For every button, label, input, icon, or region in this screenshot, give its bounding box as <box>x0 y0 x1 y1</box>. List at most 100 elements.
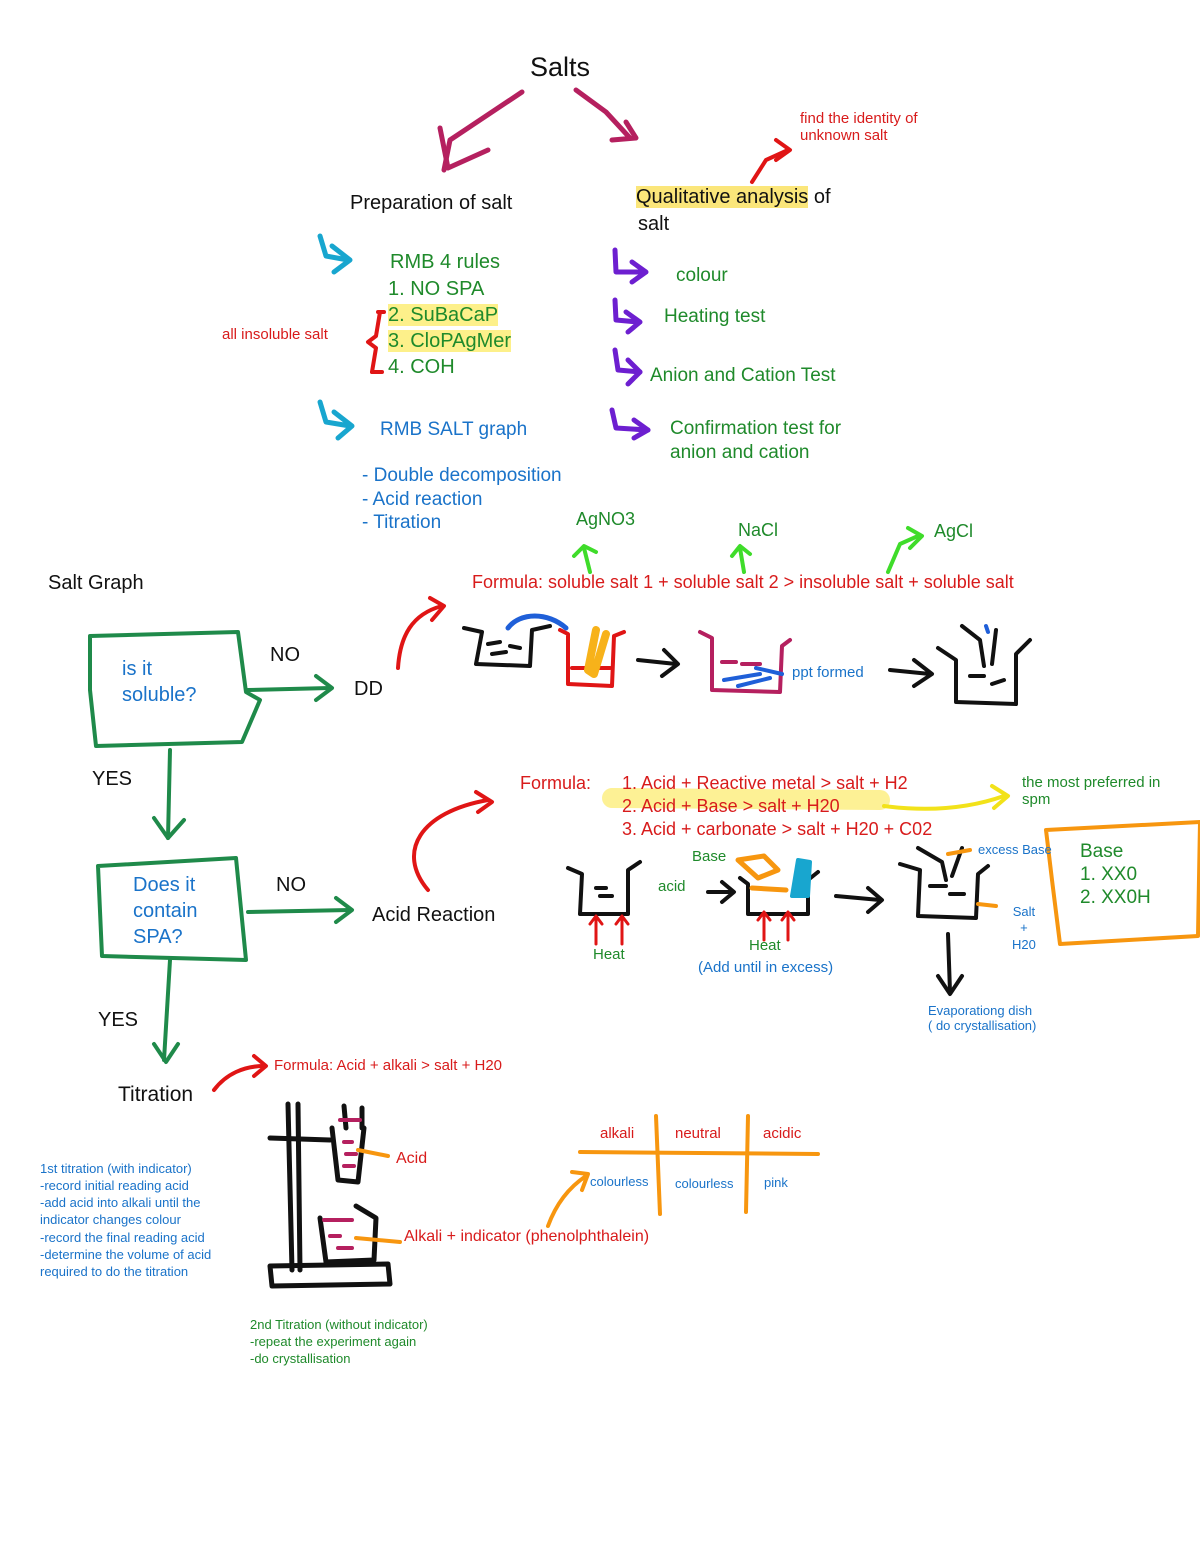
method-3: - Titration <box>362 512 442 533</box>
acid-beaker <box>566 860 642 916</box>
acid-formula-1: 1. Acid + Reactive metal > salt + H2 <box>622 773 908 793</box>
rule-3: 3. CloPAgMer <box>388 330 512 353</box>
salt-h2o-label: Salt + H20 <box>1012 904 1036 952</box>
base-box-item-1: 1. XX0 <box>1080 864 1138 885</box>
rule-2: 2. SuBaCaP <box>388 304 499 327</box>
filter-beaker <box>898 846 990 920</box>
q2-no-label: NO <box>276 874 306 896</box>
heat-label-1: Heat <box>593 946 625 963</box>
base-label: Base <box>692 848 727 865</box>
add-excess-note: (Add until in excess) <box>698 959 834 976</box>
table-value-alkali: colourless <box>590 1174 649 1189</box>
cyan-hook-icons <box>317 233 355 441</box>
insoluble-bracket <box>366 310 386 374</box>
label-agcl: AgCl <box>934 521 974 541</box>
acid-pointer <box>356 1148 390 1158</box>
rmb-salt-graph-label: RMB SALT graph <box>380 419 528 440</box>
step-confirmation-test: Confirmation test for anion and cation <box>670 418 842 463</box>
step-anion-cation-test: Anion and Cation Test <box>650 365 836 386</box>
preferred-arrow <box>882 784 1010 811</box>
salts-branch-arrows <box>437 87 639 173</box>
flowchart-arrows <box>152 674 354 1064</box>
acid-label: acid <box>658 878 686 895</box>
bracket-note: all insoluble salt <box>222 326 328 343</box>
step-colour: colour <box>676 265 728 286</box>
base-box <box>1044 820 1200 946</box>
step-heating-test: Heating test <box>664 306 766 327</box>
preferred-highlight <box>602 788 890 810</box>
indicator-arrow <box>546 1170 590 1228</box>
label-agno3: AgNO3 <box>576 509 636 529</box>
q1-yes-label: YES <box>92 768 133 790</box>
ppt-label: ppt formed <box>792 664 864 681</box>
flowchart-boxes <box>88 630 262 962</box>
red-curve-arrows <box>212 596 494 1092</box>
pour-stream <box>505 613 569 631</box>
reaction-arrow-2 <box>834 886 884 914</box>
table-value-acidic: pink <box>764 1175 788 1190</box>
titration-label: Titration <box>118 1083 194 1106</box>
preferred-note: the most preferred in spm <box>1022 774 1161 809</box>
reaction-arrow-1 <box>706 880 736 904</box>
acid-formula-3: 3. Acid + carbonate > salt + H20 + C02 <box>622 819 933 839</box>
second-titration-notes: 2nd Titration (without indicator) -repea… <box>250 1317 428 1367</box>
flask-alkali-label: Alkali + indicator (phenolphthalein) <box>404 1228 650 1245</box>
qualitative-heading-rest: of <box>808 186 831 208</box>
excess-base-pointer <box>946 848 972 856</box>
table-header-alkali: alkali <box>600 1125 635 1142</box>
method-2: - Acid reaction <box>362 489 483 510</box>
test-tube <box>584 626 610 678</box>
purple-hook-icons <box>609 247 651 441</box>
table-value-neutral: colourless <box>675 1176 734 1191</box>
first-titration-notes: 1st titration (with indicator) -record i… <box>40 1161 212 1279</box>
dd-beaker-4 <box>936 624 1032 706</box>
page-title: Salts <box>530 52 591 82</box>
table-header-acidic: acidic <box>763 1125 802 1142</box>
precipitate <box>722 666 784 688</box>
dd-beaker-3 <box>698 630 792 694</box>
dd-formula: Formula: soluble salt 1 + soluble salt 2… <box>472 572 1014 592</box>
rule-2-text: 2. SuBaCaP <box>388 304 499 326</box>
retort-stand <box>267 1101 393 1289</box>
rule-1: 1. NO SPA <box>388 278 485 300</box>
method-1: - Double decomposition <box>362 465 562 486</box>
base-powder <box>735 853 789 893</box>
salt-pointer <box>976 902 998 908</box>
dd-arrow-1 <box>636 648 680 678</box>
titration-formula: Formula: Acid + alkali > salt + H20 <box>274 1057 503 1074</box>
heat-label-2: Heat <box>749 937 781 954</box>
rule-3-text: 3. CloPAgMer <box>388 330 512 352</box>
label-arrows <box>572 526 924 574</box>
evaporating-dish-label: Evaporationg dish ( do crystallisation) <box>928 1003 1037 1033</box>
q2-yes-label: YES <box>98 1009 139 1031</box>
heat-arrows-1 <box>588 914 630 946</box>
question-soluble: is it soluble? <box>122 658 197 706</box>
spatula <box>790 858 812 898</box>
alkali-pointer <box>354 1236 402 1244</box>
excess-base-label: excess Base <box>978 842 1052 857</box>
table-header-neutral: neutral <box>675 1125 721 1142</box>
q1-no-label: NO <box>270 644 300 666</box>
acid-formula-2: 2. Acid + Base > salt + H20 <box>622 796 840 816</box>
base-box-item-2: 2. XX0H <box>1080 887 1151 908</box>
label-nacl: NaCl <box>738 520 779 540</box>
identity-arrow <box>750 138 792 184</box>
rmb-rules-title: RMB 4 rules <box>390 251 501 273</box>
dd-arrow-2 <box>888 658 934 688</box>
burette-acid-label: Acid <box>396 1150 428 1167</box>
salt-graph-heading: Salt Graph <box>48 572 144 594</box>
question-spa: Does it contain SPA? <box>133 874 198 948</box>
rule-4: 4. COH <box>388 356 455 378</box>
indicator-table <box>578 1114 820 1216</box>
acid-reaction-label: Acid Reaction <box>372 904 496 926</box>
qualitative-heading: Qualitative analysis of <box>636 186 831 209</box>
dd-label: DD <box>354 678 383 700</box>
qualitative-purpose: find the identity of unknown salt <box>800 110 918 145</box>
dd-beaker-1 <box>462 624 552 668</box>
acid-formula-label: Formula: <box>520 773 592 793</box>
qualitative-heading-highlight: Qualitative analysis <box>636 186 809 208</box>
preparation-heading: Preparation of salt <box>350 192 513 214</box>
evaporate-arrow <box>936 932 964 996</box>
